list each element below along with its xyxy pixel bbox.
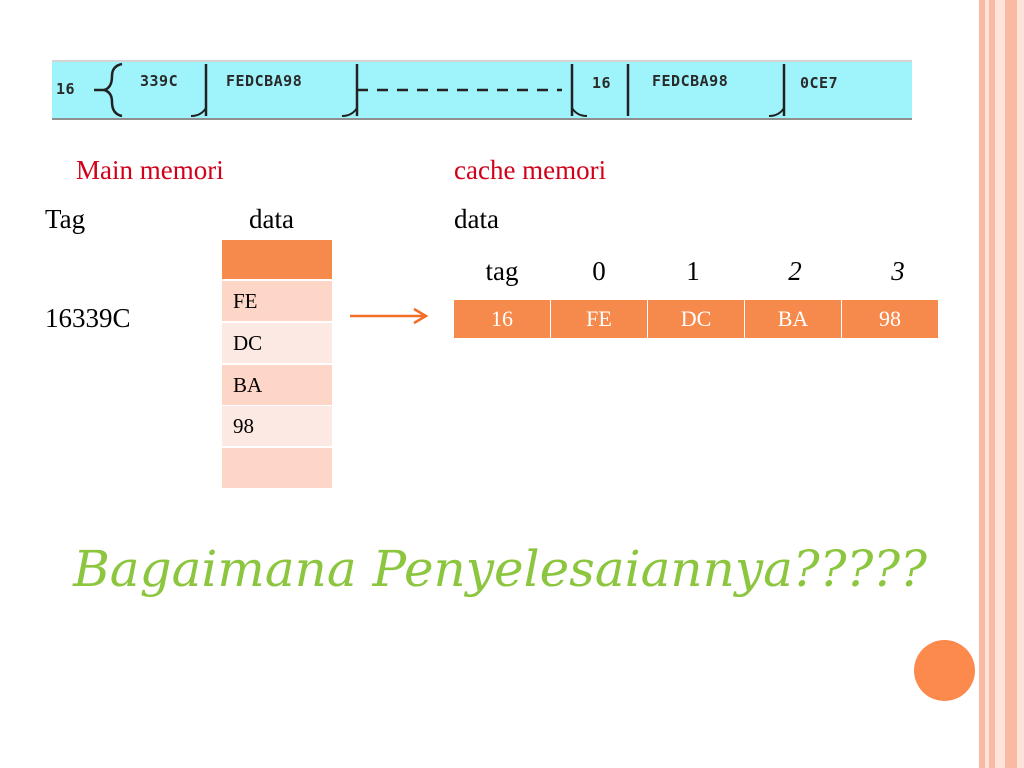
memory-cell-header — [222, 240, 332, 279]
address-tag-2: 16 — [592, 74, 612, 92]
address-tag: 16 — [56, 80, 76, 98]
memory-cell: FE — [222, 281, 332, 321]
question-text: Bagaimana Penyelesaiannya????? — [73, 540, 927, 598]
memory-cell — [222, 448, 332, 488]
decor-stripe — [995, 0, 1005, 768]
cache-column-header: 2 — [788, 256, 802, 286]
address-format-strip: 16 339C FEDCBA98 16 FEDCBA98 0CE7 — [52, 60, 912, 120]
cache-column-header: tag — [485, 256, 519, 286]
address-word: 0CE7 — [800, 74, 839, 92]
cache-memory-data-header: data — [454, 204, 499, 234]
main-memory-title: Main memori — [76, 155, 224, 185]
arrow-icon — [350, 307, 429, 325]
address-data: FEDCBA98 — [226, 72, 303, 90]
cache-cell-tag: 16 — [454, 300, 550, 338]
cache-column-header: 3 — [891, 256, 905, 286]
decor-circle — [914, 640, 975, 701]
decor-stripe — [1005, 0, 1017, 768]
memory-cell: BA — [222, 365, 332, 405]
address-data-2: FEDCBA98 — [652, 72, 729, 90]
decor-stripe — [989, 0, 995, 768]
cache-column-header: 0 — [592, 256, 606, 286]
cache-memory-title: cache memori — [454, 155, 607, 185]
cache-cell: BA — [745, 300, 841, 338]
cache-cell: FE — [551, 300, 647, 338]
cache-cell: 98 — [842, 300, 938, 338]
main-memory-address: 16339C — [45, 303, 131, 333]
cache-column-header: 1 — [686, 256, 700, 286]
address-strip-lines — [94, 62, 786, 118]
memory-cell: 98 — [222, 406, 332, 446]
decor-stripe — [979, 0, 985, 768]
decor-stripe — [985, 0, 989, 768]
address-line: 339C — [140, 72, 179, 90]
decor-stripe — [1017, 0, 1024, 768]
memory-cell: DC — [222, 323, 332, 363]
main-memory-tag-header: Tag — [45, 204, 86, 234]
main-memory-data-header: data — [249, 204, 294, 234]
cache-cell: DC — [648, 300, 744, 338]
